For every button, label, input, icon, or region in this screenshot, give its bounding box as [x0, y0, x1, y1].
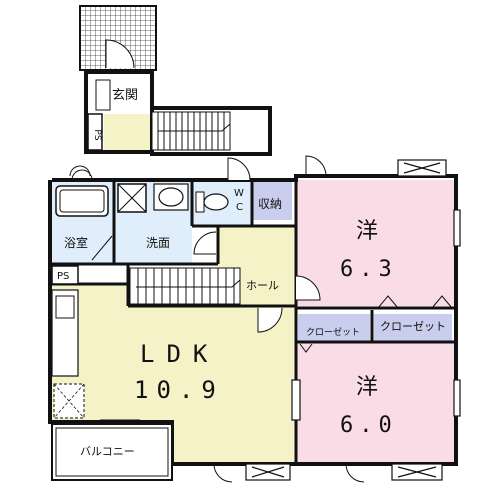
outer-walls — [48, 174, 458, 466]
ldk-door-swing — [257, 307, 283, 333]
ldk-exterior-door-1 — [213, 463, 233, 483]
entry-door-swing — [105, 39, 135, 69]
western1-exterior-door — [305, 155, 327, 177]
western-room-2 — [296, 340, 456, 462]
ps-mid-box — [51, 265, 79, 285]
ps-top-box — [87, 113, 103, 151]
balcony — [51, 423, 173, 481]
ldk-exterior-door-2 — [345, 463, 365, 483]
ldk-room — [52, 284, 296, 462]
western2-size: 6.0 — [340, 413, 398, 438]
western-room-1 — [296, 180, 456, 306]
ldk-name: LDK — [140, 340, 219, 368]
closet-small — [298, 314, 370, 342]
balcony-label: バルコニー — [80, 445, 135, 458]
senmen-door-swing — [193, 231, 217, 255]
western2-name: 洋 — [356, 375, 378, 400]
wc-label-c: C — [236, 202, 243, 213]
kitchen-counter — [51, 289, 79, 377]
washing-machine — [117, 183, 147, 213]
senmen-label: 洗面 — [146, 236, 170, 250]
shuno-label: 収納 — [258, 197, 282, 211]
fridge-space — [53, 383, 85, 419]
lower-stairs — [129, 267, 241, 305]
closet-door-marks — [299, 295, 453, 353]
shuno-label-bg — [254, 190, 290, 216]
genkan-step — [95, 79, 111, 111]
ps-top-label: PS — [92, 129, 102, 140]
windows — [245, 159, 461, 481]
closet-small-label: クローゼット — [306, 326, 360, 338]
bath-door-swing — [91, 235, 113, 261]
wc-label-w: W — [234, 188, 244, 199]
hall-label: ホール — [246, 279, 279, 292]
bath-window-arc — [71, 169, 93, 181]
western1-name: 洋 — [356, 219, 378, 244]
ldk-size: 10.9 — [134, 376, 224, 404]
closet-right — [374, 314, 452, 342]
ps-mid-label: PS — [57, 271, 69, 282]
genkan-exterior-door — [69, 165, 91, 177]
closet-label: クローゼット — [380, 320, 446, 333]
toilet — [195, 191, 229, 213]
western1-door-swing — [295, 275, 321, 301]
upper-stairs — [151, 111, 231, 151]
bath-label: 浴室 — [64, 235, 88, 250]
washbasin — [153, 183, 189, 211]
western1-size: 6.3 — [340, 257, 398, 282]
genkan-floor — [104, 114, 150, 150]
wc-door-swing — [227, 157, 251, 181]
genkan-label: 玄関 — [112, 88, 138, 103]
